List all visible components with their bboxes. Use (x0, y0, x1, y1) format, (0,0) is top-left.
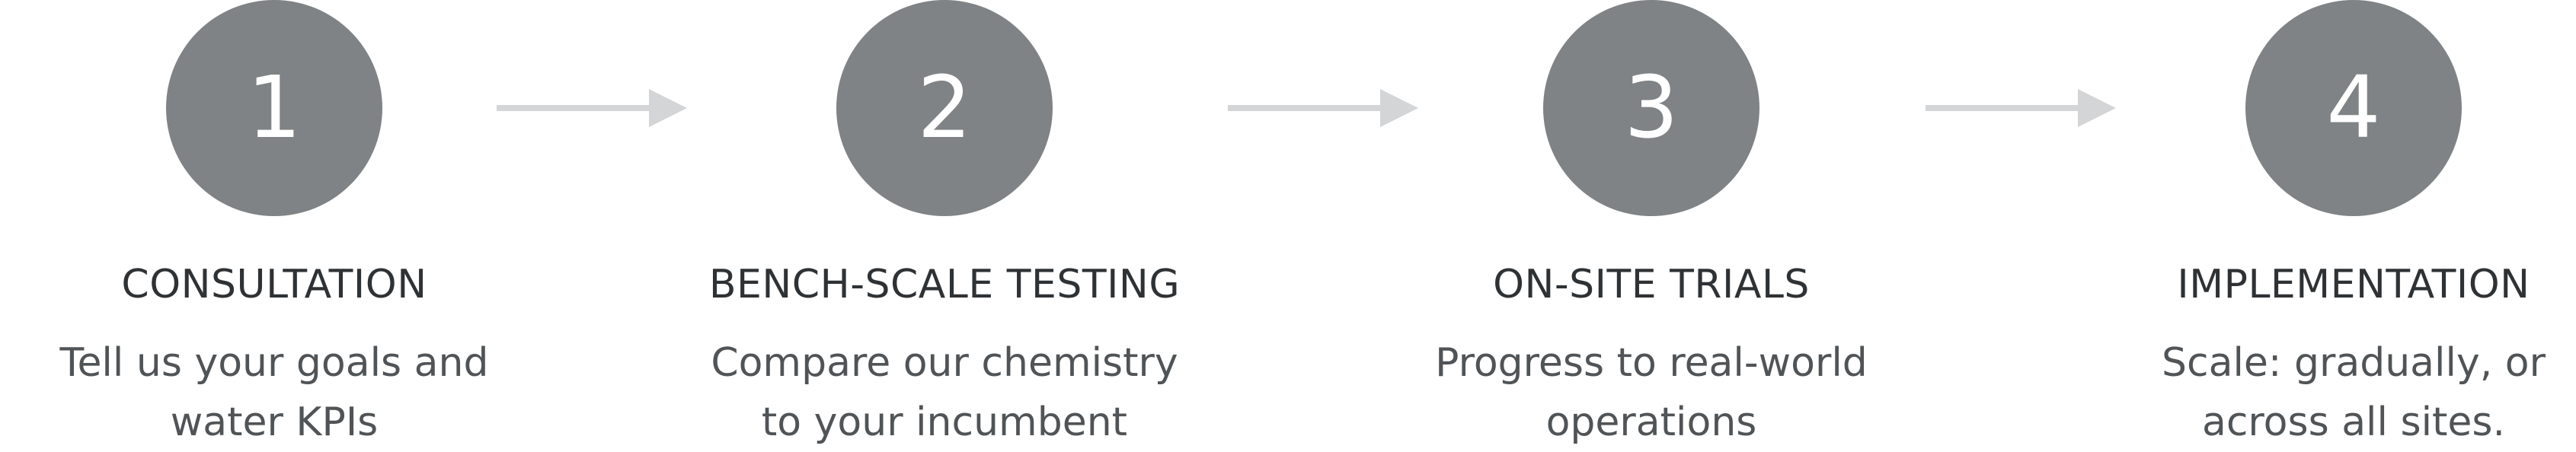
step-number-circle: 3 (1543, 0, 1759, 216)
step-number-circle: 2 (836, 0, 1053, 216)
arrow-right-icon (497, 89, 687, 127)
step-description: Tell us your goals and water KPIs (0, 333, 548, 452)
step-description-line: operations (1545, 399, 1757, 445)
step-description-line: across all sites. (2201, 399, 2506, 445)
step-number: 1 (247, 59, 302, 158)
step-description-line: to your incumbent (761, 399, 1128, 445)
step-title: IMPLEMENTATION (2177, 262, 2530, 307)
arrow-right-icon (1228, 89, 1418, 127)
step-description-line: water KPIs (170, 399, 379, 445)
step-implementation: 4 IMPLEMENTATION Scale: gradually, or ac… (2079, 0, 2576, 452)
step-description: Progress to real-world operations (1377, 333, 1926, 452)
step-consultation: 1 CONSULTATION Tell us your goals and wa… (0, 0, 548, 452)
step-description-line: Scale: gradually, or (2162, 340, 2546, 386)
step-description: Compare our chemistry to your incumbent (670, 333, 1219, 452)
step-number-circle: 1 (166, 0, 382, 216)
step-description-line: Progress to real-world (1435, 340, 1868, 386)
step-bench-scale-testing: 2 BENCH-SCALE TESTING Compare our chemis… (670, 0, 1219, 452)
arrow-right-icon (1926, 89, 2116, 127)
step-number: 4 (2326, 59, 2381, 158)
step-title: BENCH-SCALE TESTING (708, 262, 1181, 307)
step-number-circle: 4 (2245, 0, 2462, 216)
step-on-site-trials: 3 ON-SITE TRIALS Progress to real-world … (1377, 0, 1926, 452)
step-number: 3 (1624, 59, 1679, 158)
step-title: CONSULTATION (121, 262, 427, 307)
step-description-line: Tell us your goals and (59, 340, 489, 386)
step-description-line: Compare our chemistry (711, 340, 1178, 386)
step-title: ON-SITE TRIALS (1493, 262, 1810, 307)
step-number: 2 (917, 59, 972, 158)
step-description: Scale: gradually, or across all sites. (2079, 333, 2576, 452)
